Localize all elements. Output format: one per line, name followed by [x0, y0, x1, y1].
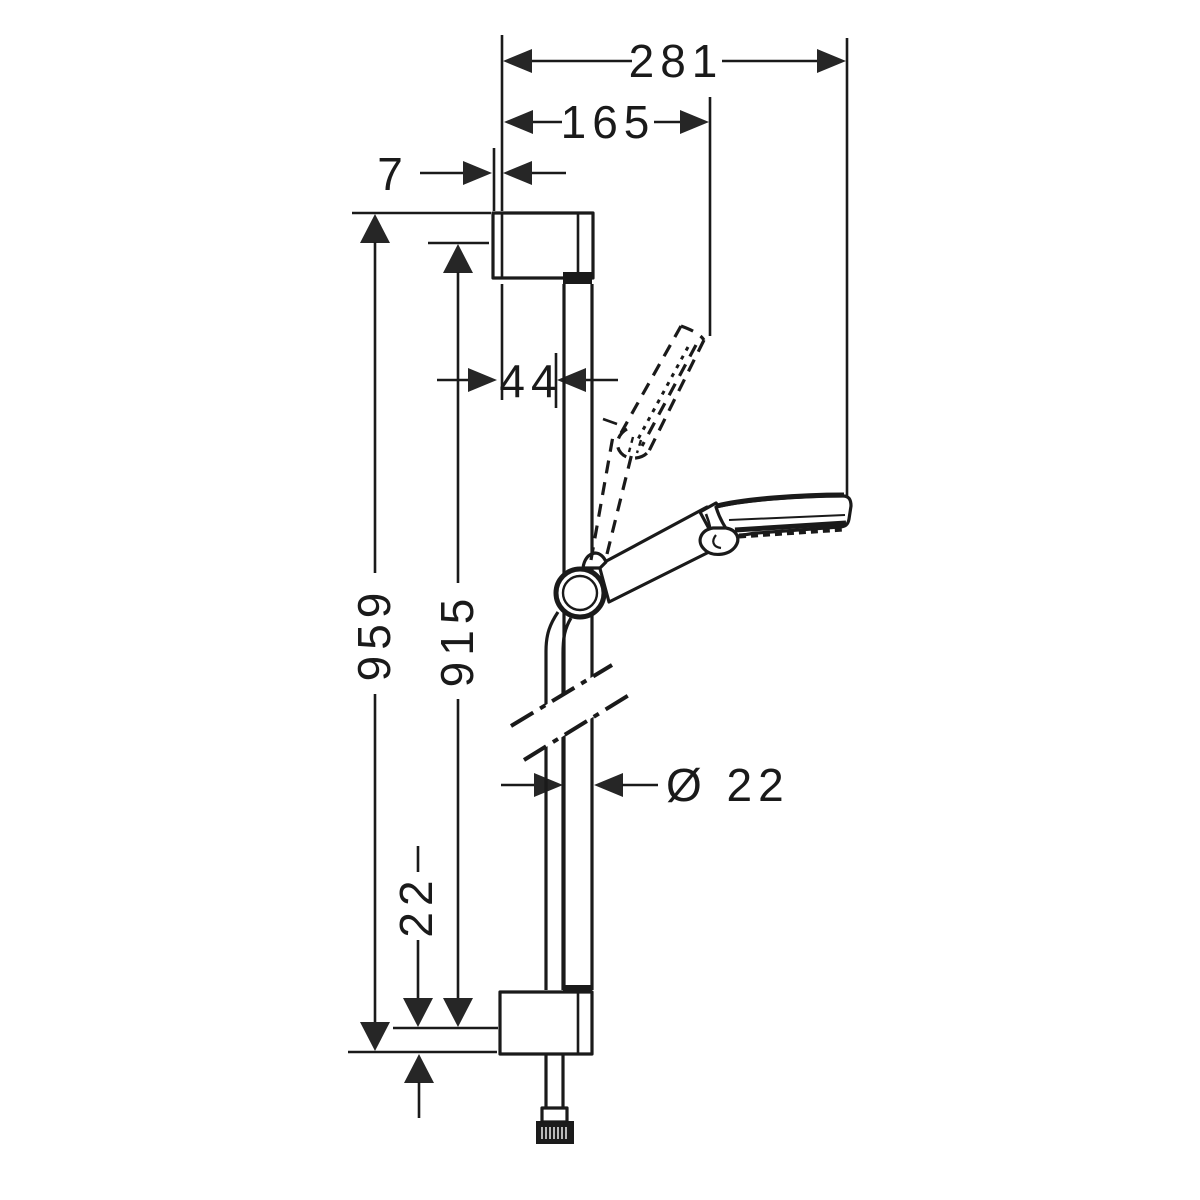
arrow-down-icon — [403, 998, 433, 1027]
dim-bar-diameter: Ø 22 — [501, 759, 790, 811]
arrow-left-icon — [504, 110, 533, 134]
arrow-up-icon — [404, 1054, 434, 1083]
dashed-head-right — [647, 339, 706, 452]
hand-shower-dashed — [589, 324, 706, 561]
dim-label-7: 7 — [377, 148, 409, 200]
shower-hook-clip — [698, 526, 740, 556]
dim-label-959: 959 — [348, 587, 400, 682]
rail-top-joint — [563, 272, 592, 284]
dim-bar-axis-offset: 44 — [437, 284, 618, 408]
dim-top-offset: 7 — [377, 148, 566, 211]
dim-label-165: 165 — [561, 96, 656, 148]
hose-outer — [544, 611, 560, 990]
top-wall-bracket — [491, 211, 595, 284]
arrow-down-icon — [360, 1022, 390, 1051]
spray-nozzles — [738, 526, 845, 539]
dim-total-depth: 281 — [500, 35, 849, 496]
arrow-right-icon — [817, 49, 846, 73]
dim-depth-upright: 165 — [504, 96, 712, 336]
dim-label-22: 22 — [390, 874, 442, 937]
connector-collar — [540, 1106, 569, 1124]
hose-connector — [536, 1054, 574, 1144]
dashed-hook-clip — [615, 427, 650, 460]
bottom-wall-bracket — [498, 985, 594, 1056]
knurl-pattern — [541, 1127, 567, 1139]
arrow-up-icon — [360, 214, 390, 243]
dim-bottom-offset: 22 — [390, 846, 442, 1118]
arrow-left-icon — [594, 773, 623, 797]
wall-bar-assembly — [491, 211, 631, 1144]
arrow-right-icon — [534, 773, 563, 797]
spray-face — [734, 520, 847, 533]
arrow-left-icon — [503, 161, 532, 185]
dim-label-915: 915 — [431, 593, 483, 688]
arrow-right-icon — [468, 368, 497, 392]
break-line-icon — [522, 693, 631, 762]
hand-shower-solid — [597, 492, 853, 604]
rail-bottom-joint — [563, 985, 592, 993]
arrow-left-icon — [503, 49, 532, 73]
dim-overall-height: 959 — [348, 211, 497, 1054]
slider-holder — [553, 551, 608, 620]
dim-label-44: 44 — [499, 355, 562, 407]
dashed-head-left — [619, 325, 683, 434]
hose-inner — [561, 617, 573, 990]
dim-label-diameter: Ø 22 — [666, 759, 790, 811]
arrow-down-icon — [443, 998, 473, 1027]
arrow-up-icon — [443, 244, 473, 273]
dashed-head-top — [680, 324, 706, 341]
dim-label-281: 281 — [629, 35, 724, 87]
break-gap — [511, 665, 629, 760]
holder-ring-inner — [561, 574, 599, 612]
break-line-icon — [509, 663, 614, 728]
arrow-right-icon — [680, 110, 709, 134]
arrow-right-icon — [463, 161, 492, 185]
holder-clamp-tab — [581, 551, 608, 570]
arrow-left-icon — [557, 368, 586, 392]
dim-mount-distance: 915 — [393, 241, 498, 1030]
